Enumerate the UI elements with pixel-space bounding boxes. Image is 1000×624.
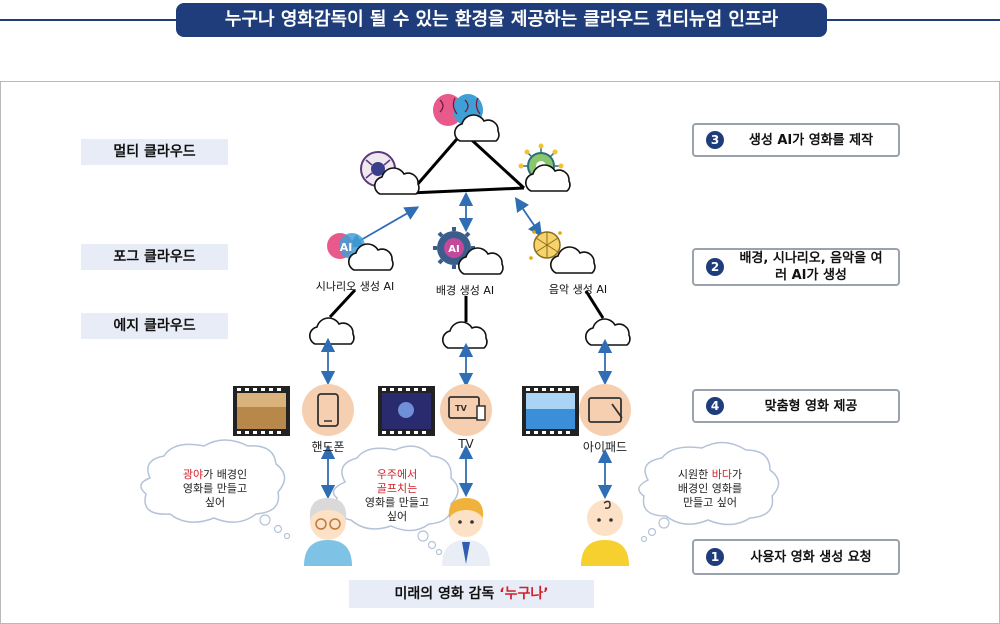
svg-text:AI: AI (448, 244, 459, 255)
bubble-middle-line2: 골프치는 (376, 482, 418, 495)
page-title: 누구나 영화감독이 될 수 있는 환경을 제공하는 클라우드 컨티뉴엄 인프라 (176, 3, 827, 37)
bubble-middle-line1: 우주에서 (376, 468, 418, 481)
man-avatar (442, 498, 490, 566)
tv-icon: TV (440, 384, 492, 436)
film-strip-ocean (522, 386, 579, 436)
bubble-left-line1: 가 배경인 (203, 468, 248, 481)
link-scenario-edge (328, 288, 357, 319)
tier-edge-cloud: 에지 클라우드 (81, 313, 228, 339)
circuit-brain-icon (360, 151, 420, 195)
bubble-right-text: 시원한 바다가 배경인 영화를 만들고 싶어 (656, 468, 764, 510)
step-number: 4 (706, 397, 724, 415)
title-rule-right (827, 19, 1000, 21)
bubble-left-line3: 싶어 (204, 496, 226, 509)
step-1: 1 사용자 영화 생성 요청 (692, 539, 900, 575)
tier-multi-cloud: 멀티 클라우드 (81, 139, 228, 165)
arrow-multi-to-scenario (347, 206, 420, 248)
tv-label: TV (458, 437, 474, 451)
bubble-middle-line4: 싶어 (386, 510, 408, 523)
step-text: 맞춤형 영화 제공 (764, 398, 858, 414)
bubble-right-line1a: 시원한 (677, 468, 712, 481)
step-text: 생성 AI가 영화를 제작 (748, 132, 874, 148)
scenario-ai-label: 시나리오 생성 AI (315, 280, 395, 293)
edge-cloud-center (441, 321, 488, 349)
film-strip-desert (233, 386, 290, 436)
tablet-icon (579, 384, 631, 436)
ipad-label: 아이패드 (582, 440, 628, 454)
arrow-multi-to-music (514, 197, 543, 237)
edge-cloud-left (308, 317, 355, 345)
bubble-right-line2: 배경인 영화를 (677, 482, 743, 495)
link-music-edge (584, 290, 605, 319)
step-number: 1 (706, 548, 724, 566)
step-2: 2 배경, 시나리오, 음악을 여러 AI가 생성 (692, 248, 900, 286)
svg-text:TV: TV (455, 404, 467, 413)
phone-label: 핸드폰 (311, 440, 345, 454)
bubble-right-line3: 만들고 싶어 (682, 496, 738, 509)
footer-highlight: ‘누구나’ (499, 586, 549, 602)
bubble-right-highlight: 바다 (711, 468, 732, 481)
step-number: 2 (706, 258, 724, 276)
music-ai-icon (529, 230, 596, 274)
title-rule-left (0, 19, 176, 21)
phone-icon (302, 384, 354, 436)
music-ai-label: 음악 생성 AI (548, 283, 608, 296)
grandmother-avatar (304, 498, 352, 566)
network-ai-icon (518, 143, 571, 192)
background-ai-icon: AI (433, 227, 504, 275)
step-text: 사용자 영화 생성 요청 (750, 549, 872, 565)
film-strip-space (378, 386, 435, 436)
tier-fog-cloud: 포그 클라우드 (81, 244, 228, 270)
step-3: 3 생성 AI가 영화를 제작 (692, 123, 900, 157)
footer-prefix: 미래의 영화 감독 (394, 586, 500, 602)
thought-bubble-right (638, 441, 780, 543)
bubble-left-text: 광야가 배경인 영화를 만들고 싶어 (160, 468, 270, 510)
background-ai-label: 배경 생성 AI (435, 284, 495, 297)
brain-ai-icon (433, 94, 500, 142)
bubble-middle-text: 우주에서 골프치는 영화를 만들고 싶어 (344, 468, 450, 524)
bubble-middle-line3: 영화를 만들고 (364, 496, 430, 509)
step-text: 배경, 시나리오, 음악을 여러 AI가 생성 (739, 251, 883, 283)
step-number: 3 (706, 131, 724, 149)
thought-bubble-left (140, 439, 291, 540)
bubble-left-line2: 영화를 만들고 (182, 482, 248, 495)
baby-avatar (581, 500, 629, 566)
step-4: 4 맞춤형 영화 제공 (692, 389, 900, 423)
bubble-right-line1b: 가 (731, 468, 743, 481)
svg-text:AI: AI (340, 241, 353, 254)
edge-cloud-right (584, 318, 631, 346)
bubble-left-highlight: 광야 (182, 468, 204, 481)
scenario-ai-icon: AI (327, 233, 394, 271)
footer-caption: 미래의 영화 감독 ‘누구나’ (349, 580, 594, 608)
